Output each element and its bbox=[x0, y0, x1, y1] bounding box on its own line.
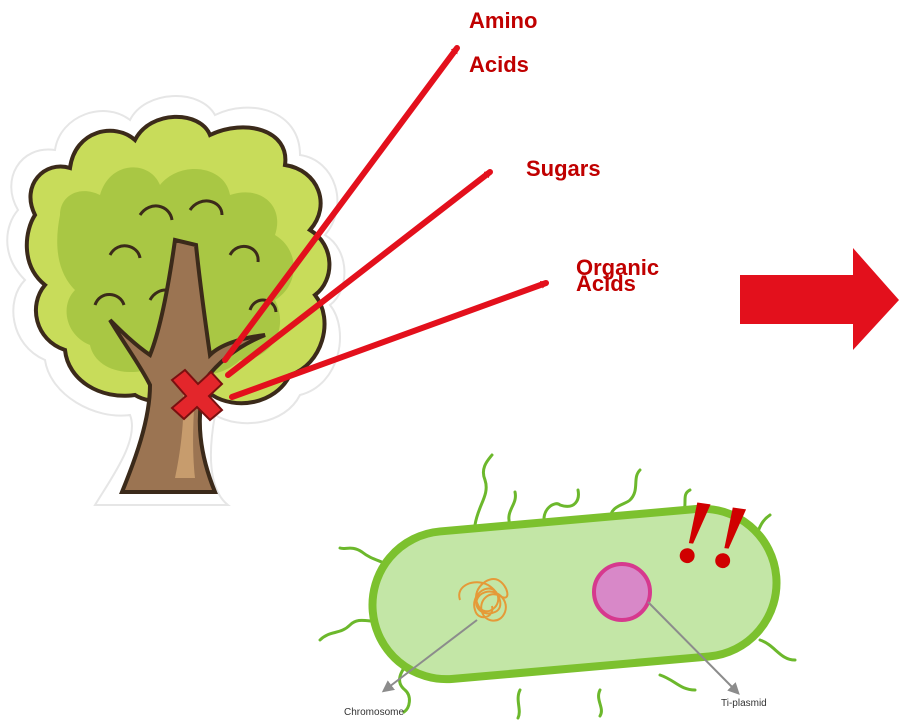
right-arrow-icon bbox=[740, 248, 899, 350]
label-amino-acids: Acids bbox=[469, 54, 529, 76]
label-sugars: Sugars bbox=[526, 158, 601, 180]
tree-icon bbox=[7, 96, 344, 505]
label-ti-plasmid: Ti-plasmid bbox=[721, 698, 767, 709]
label-amino-line1: Amino bbox=[469, 8, 537, 33]
label-organic-acids: Organic Acids bbox=[576, 258, 659, 294]
label-amino: Amino bbox=[469, 10, 537, 32]
label-amino-line2: Acids bbox=[469, 52, 529, 77]
ti-plasmid-circle bbox=[594, 564, 650, 620]
label-chromosome: Chromosome bbox=[344, 707, 404, 718]
exclamation-marks: !! bbox=[670, 483, 754, 584]
label-sugars-text: Sugars bbox=[526, 156, 601, 181]
